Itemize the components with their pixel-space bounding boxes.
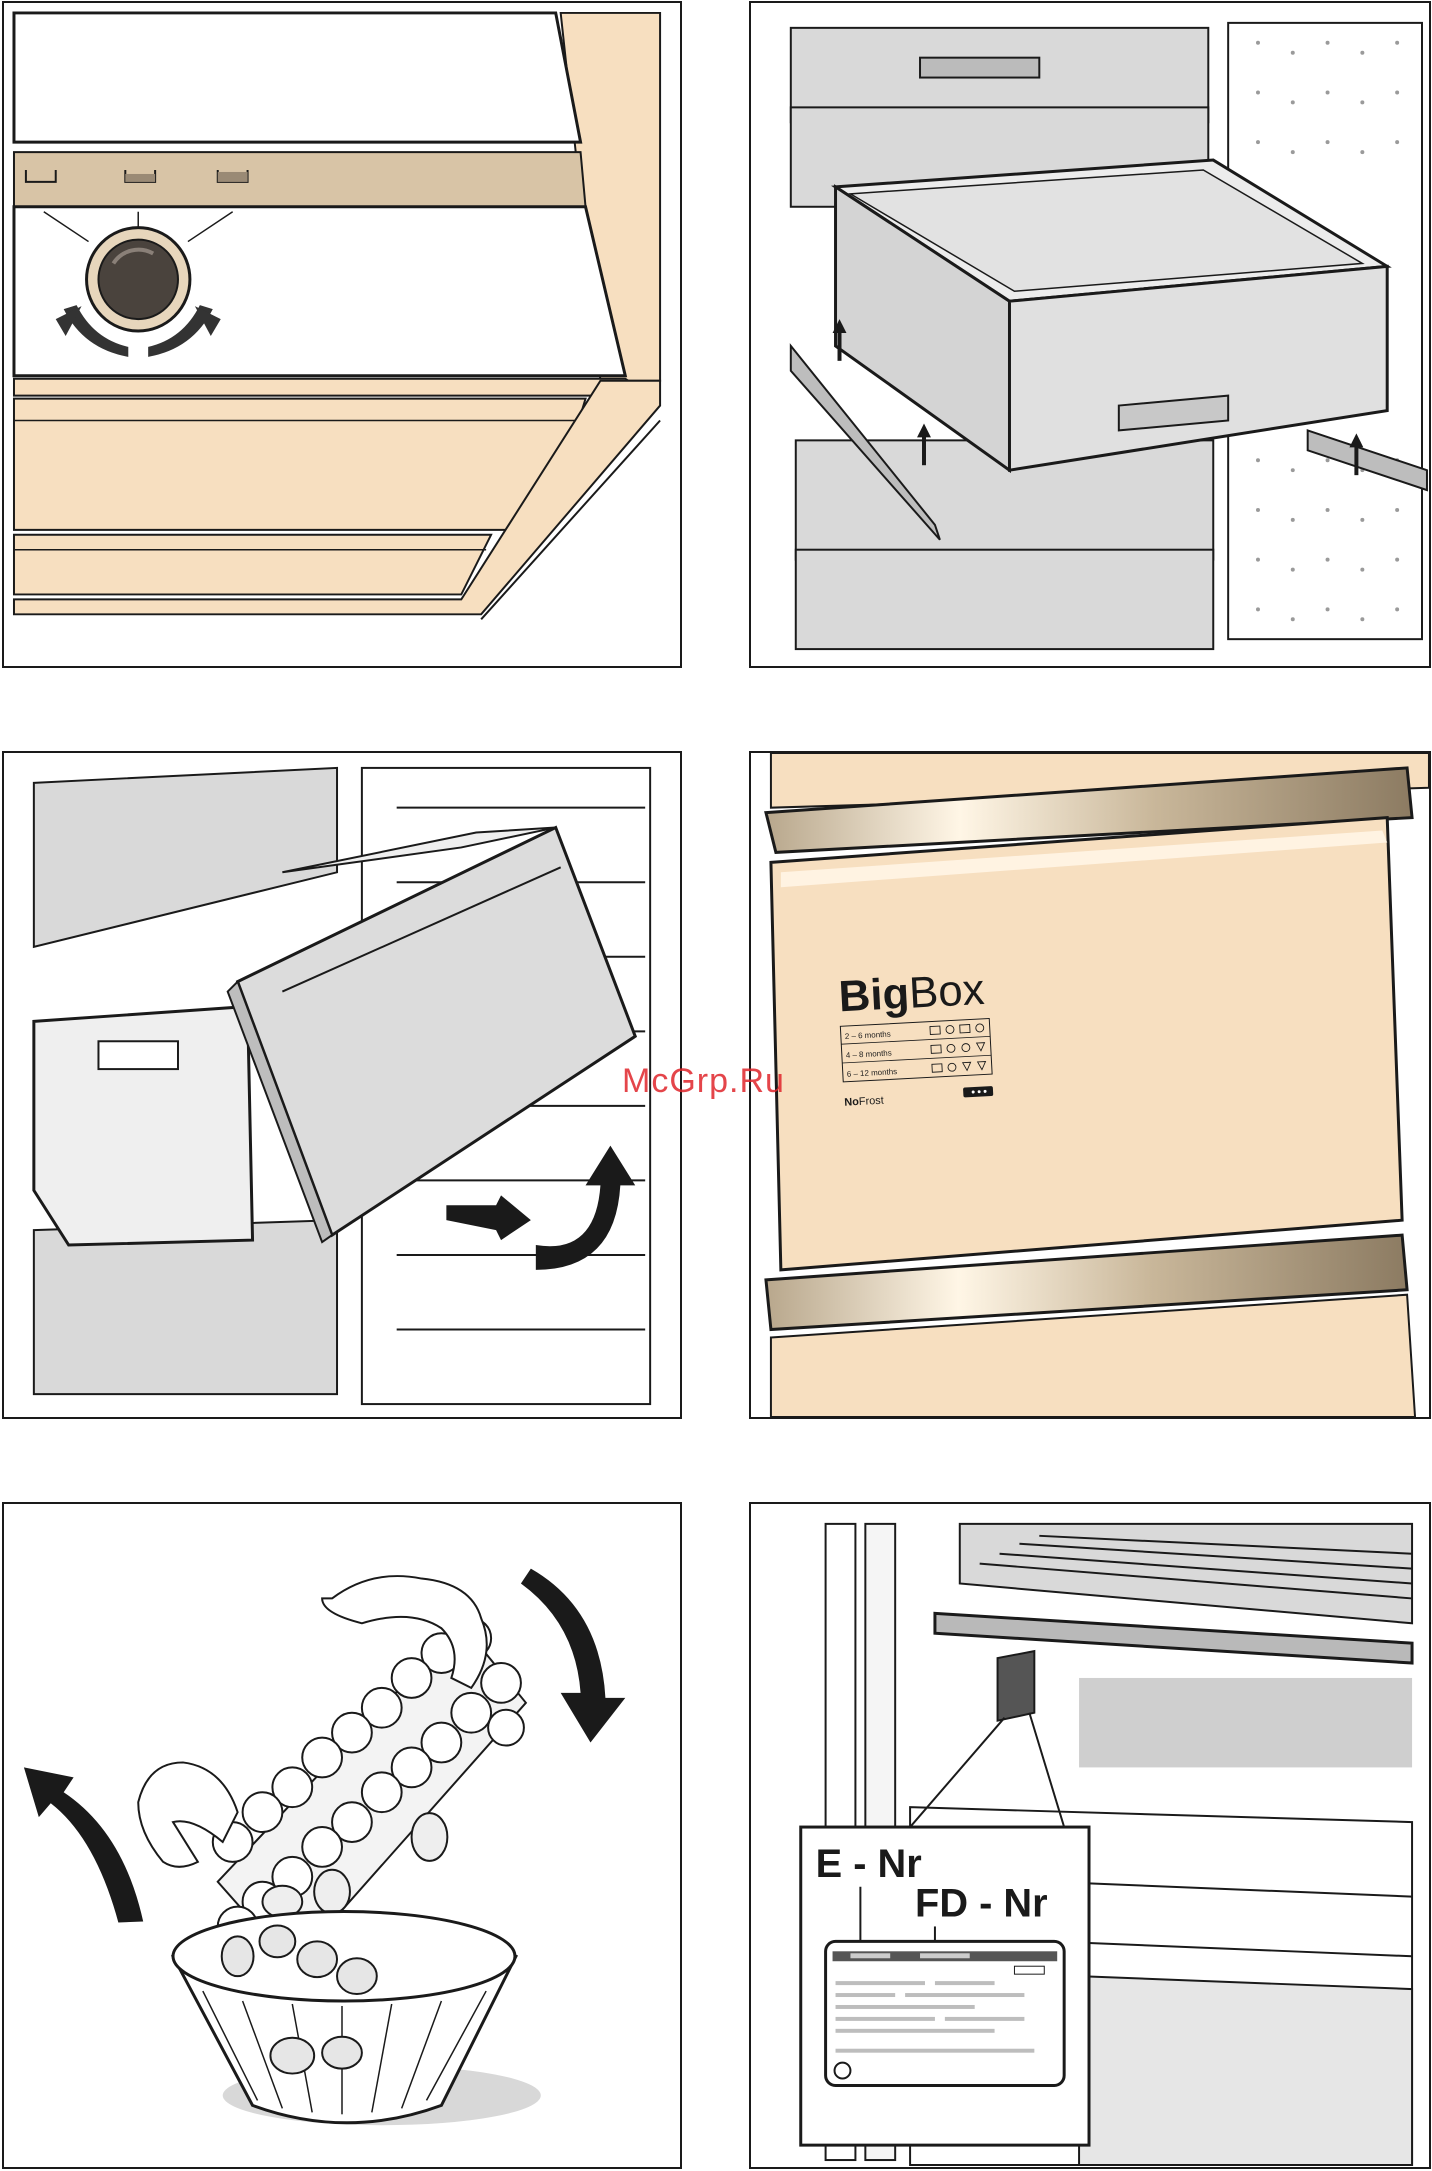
svg-text:NoFrost: NoFrost [844,1095,884,1109]
glass-bowl [173,1912,541,2126]
rating-plate [826,1941,1065,2085]
nofrost-bold: No [844,1096,859,1109]
e-nr-label: E - Nr [816,1842,922,1886]
rating-plate-illustration: E - Nr FD - Nr [751,1504,1429,2167]
snowflake-indicator-icon [963,1086,993,1097]
panel-ice-cubes [2,1502,682,2169]
panel-drawer-tilt [2,751,682,1419]
bigbox-drawer-illustration: BigBox 2 – 6 months 4 – 8 months 6 – 12 … [751,753,1429,1417]
rating-plate-location [998,1651,1035,1721]
bigbox-drawer-front [771,818,1402,1270]
drawer-rails-illustration [751,3,1429,666]
drawer-tilt-illustration [4,753,680,1417]
ice-cube-illustration [4,1504,680,2167]
watermark: McGrp.Ru [622,1062,785,1101]
temperature-knob-illustration [4,3,680,666]
panel-bigbox-drawer: BigBox 2 – 6 months 4 – 8 months 6 – 12 … [749,751,1431,1419]
nofrost-light: Frost [859,1095,884,1108]
svg-text:BigBox: BigBox [838,965,986,1022]
panel-rating-plate: E - Nr FD - Nr [749,1502,1431,2169]
panel-temperature-knob [2,1,682,668]
control-knob [87,228,190,331]
panel-drawer-rails [749,1,1431,668]
bigbox-brand-light: Box [908,965,986,1018]
bigbox-brand-bold: Big [838,969,911,1022]
fd-nr-label: FD - Nr [915,1882,1047,1926]
